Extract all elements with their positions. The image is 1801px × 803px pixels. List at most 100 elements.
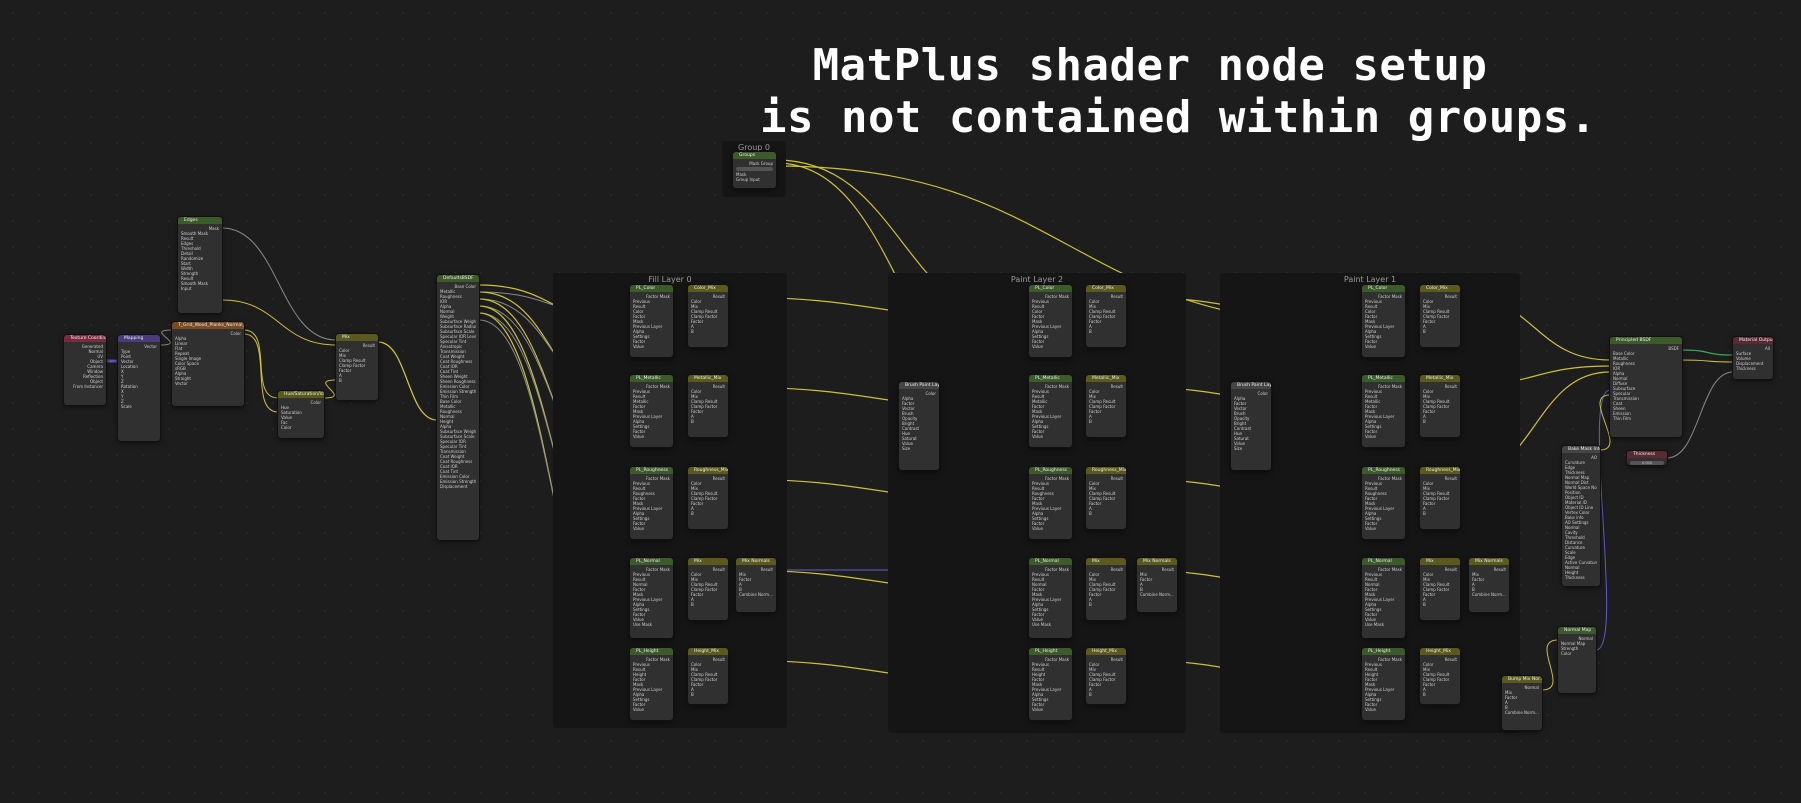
node-socket-label: B bbox=[1423, 419, 1426, 424]
node-header: Edges bbox=[178, 217, 222, 224]
hue-saturation-node[interactable]: Hue/Saturation/Value ColorHueSaturationV… bbox=[278, 391, 324, 438]
image-texture-node[interactable]: T_Grid_Wood_Planks_Normal_4K.png ColorAl… bbox=[172, 322, 244, 406]
node-header: Roughness_Mix bbox=[688, 467, 728, 474]
node-header: Color_Mix bbox=[1086, 285, 1126, 292]
node-socket-label: Factor bbox=[691, 592, 704, 597]
node-socket-label: Mix bbox=[1089, 304, 1096, 309]
node-socket-label: Previous bbox=[1032, 481, 1049, 486]
node-socket-label: Clamp Factor bbox=[1089, 404, 1116, 409]
node-socket-label: Factor bbox=[1365, 496, 1378, 501]
node-socket-label: Normal bbox=[1613, 376, 1628, 381]
node-socket-label: Factor bbox=[633, 702, 646, 707]
node-header: Height_Mix bbox=[1086, 648, 1126, 655]
node-socket-label: Repeat bbox=[175, 351, 190, 356]
node-socket-label: Color bbox=[230, 331, 241, 336]
node-socket-label: Result bbox=[633, 577, 646, 582]
node-socket-label: Bright bbox=[902, 421, 915, 426]
node-socket-label: Alpha bbox=[1365, 511, 1377, 516]
node-socket-label: Factor bbox=[1423, 682, 1436, 687]
frame-title: Group 0 bbox=[738, 143, 770, 152]
node-socket-label: Normal Map bbox=[1565, 475, 1590, 480]
node-socket-label: B bbox=[1423, 602, 1426, 607]
node-socket-label: Point bbox=[121, 354, 131, 359]
brush-paint-layer-node[interactable]: Brush Paint Layer ColorAlphaFactorVector… bbox=[899, 382, 939, 470]
node-socket-label: Previous bbox=[1032, 299, 1049, 304]
node-socket-label: Thickness bbox=[1565, 470, 1585, 475]
node-socket-label: Width bbox=[181, 266, 193, 271]
node-socket-label: Emission Strength bbox=[440, 479, 476, 484]
node-socket-label: Type bbox=[121, 349, 131, 354]
node-socket-label: Mix bbox=[1089, 486, 1096, 491]
brush-paint-layer-node[interactable]: Brush Paint Layer ColorAlphaFactorVector… bbox=[1231, 382, 1271, 470]
node-socket-label: Color bbox=[281, 425, 292, 430]
node-socket-label: Cavity bbox=[1565, 530, 1578, 535]
group-node[interactable]: Groups Mask Group Mask Group Input bbox=[733, 152, 776, 188]
node-socket-label: Vector bbox=[175, 381, 188, 386]
node-socket-label: A bbox=[1089, 324, 1092, 329]
node-socket-label: Brush bbox=[902, 411, 914, 416]
node-socket-label: Use Mask bbox=[1365, 622, 1385, 627]
node-socket-label: Alpha bbox=[1613, 371, 1625, 376]
texture-coordinate-node[interactable]: Texture Coordinate GeneratedNormalUVObje… bbox=[64, 335, 106, 405]
node-socket-label: Value bbox=[1032, 707, 1043, 712]
node-socket-label: Value bbox=[1365, 526, 1376, 531]
node-socket-label: Value bbox=[1234, 441, 1245, 446]
node-socket-label: Result bbox=[712, 476, 725, 481]
frame-title: Paint Layer 1 bbox=[1343, 275, 1397, 284]
node-socket-label: Settings bbox=[1032, 697, 1049, 702]
thickness-value-field[interactable]: 0.000 bbox=[1630, 461, 1664, 465]
node-socket-label: Previous bbox=[633, 299, 650, 304]
headline-line-2: is not contained within groups. bbox=[760, 92, 1597, 143]
node-socket-label: Result bbox=[633, 667, 646, 672]
node-socket-label: B bbox=[691, 419, 694, 424]
node-socket-label: Height bbox=[1365, 672, 1379, 677]
group-field[interactable] bbox=[736, 167, 773, 171]
node-header: Color_Mix bbox=[688, 285, 728, 292]
thickness-node[interactable]: Thickness 0.000 bbox=[1627, 451, 1667, 465]
